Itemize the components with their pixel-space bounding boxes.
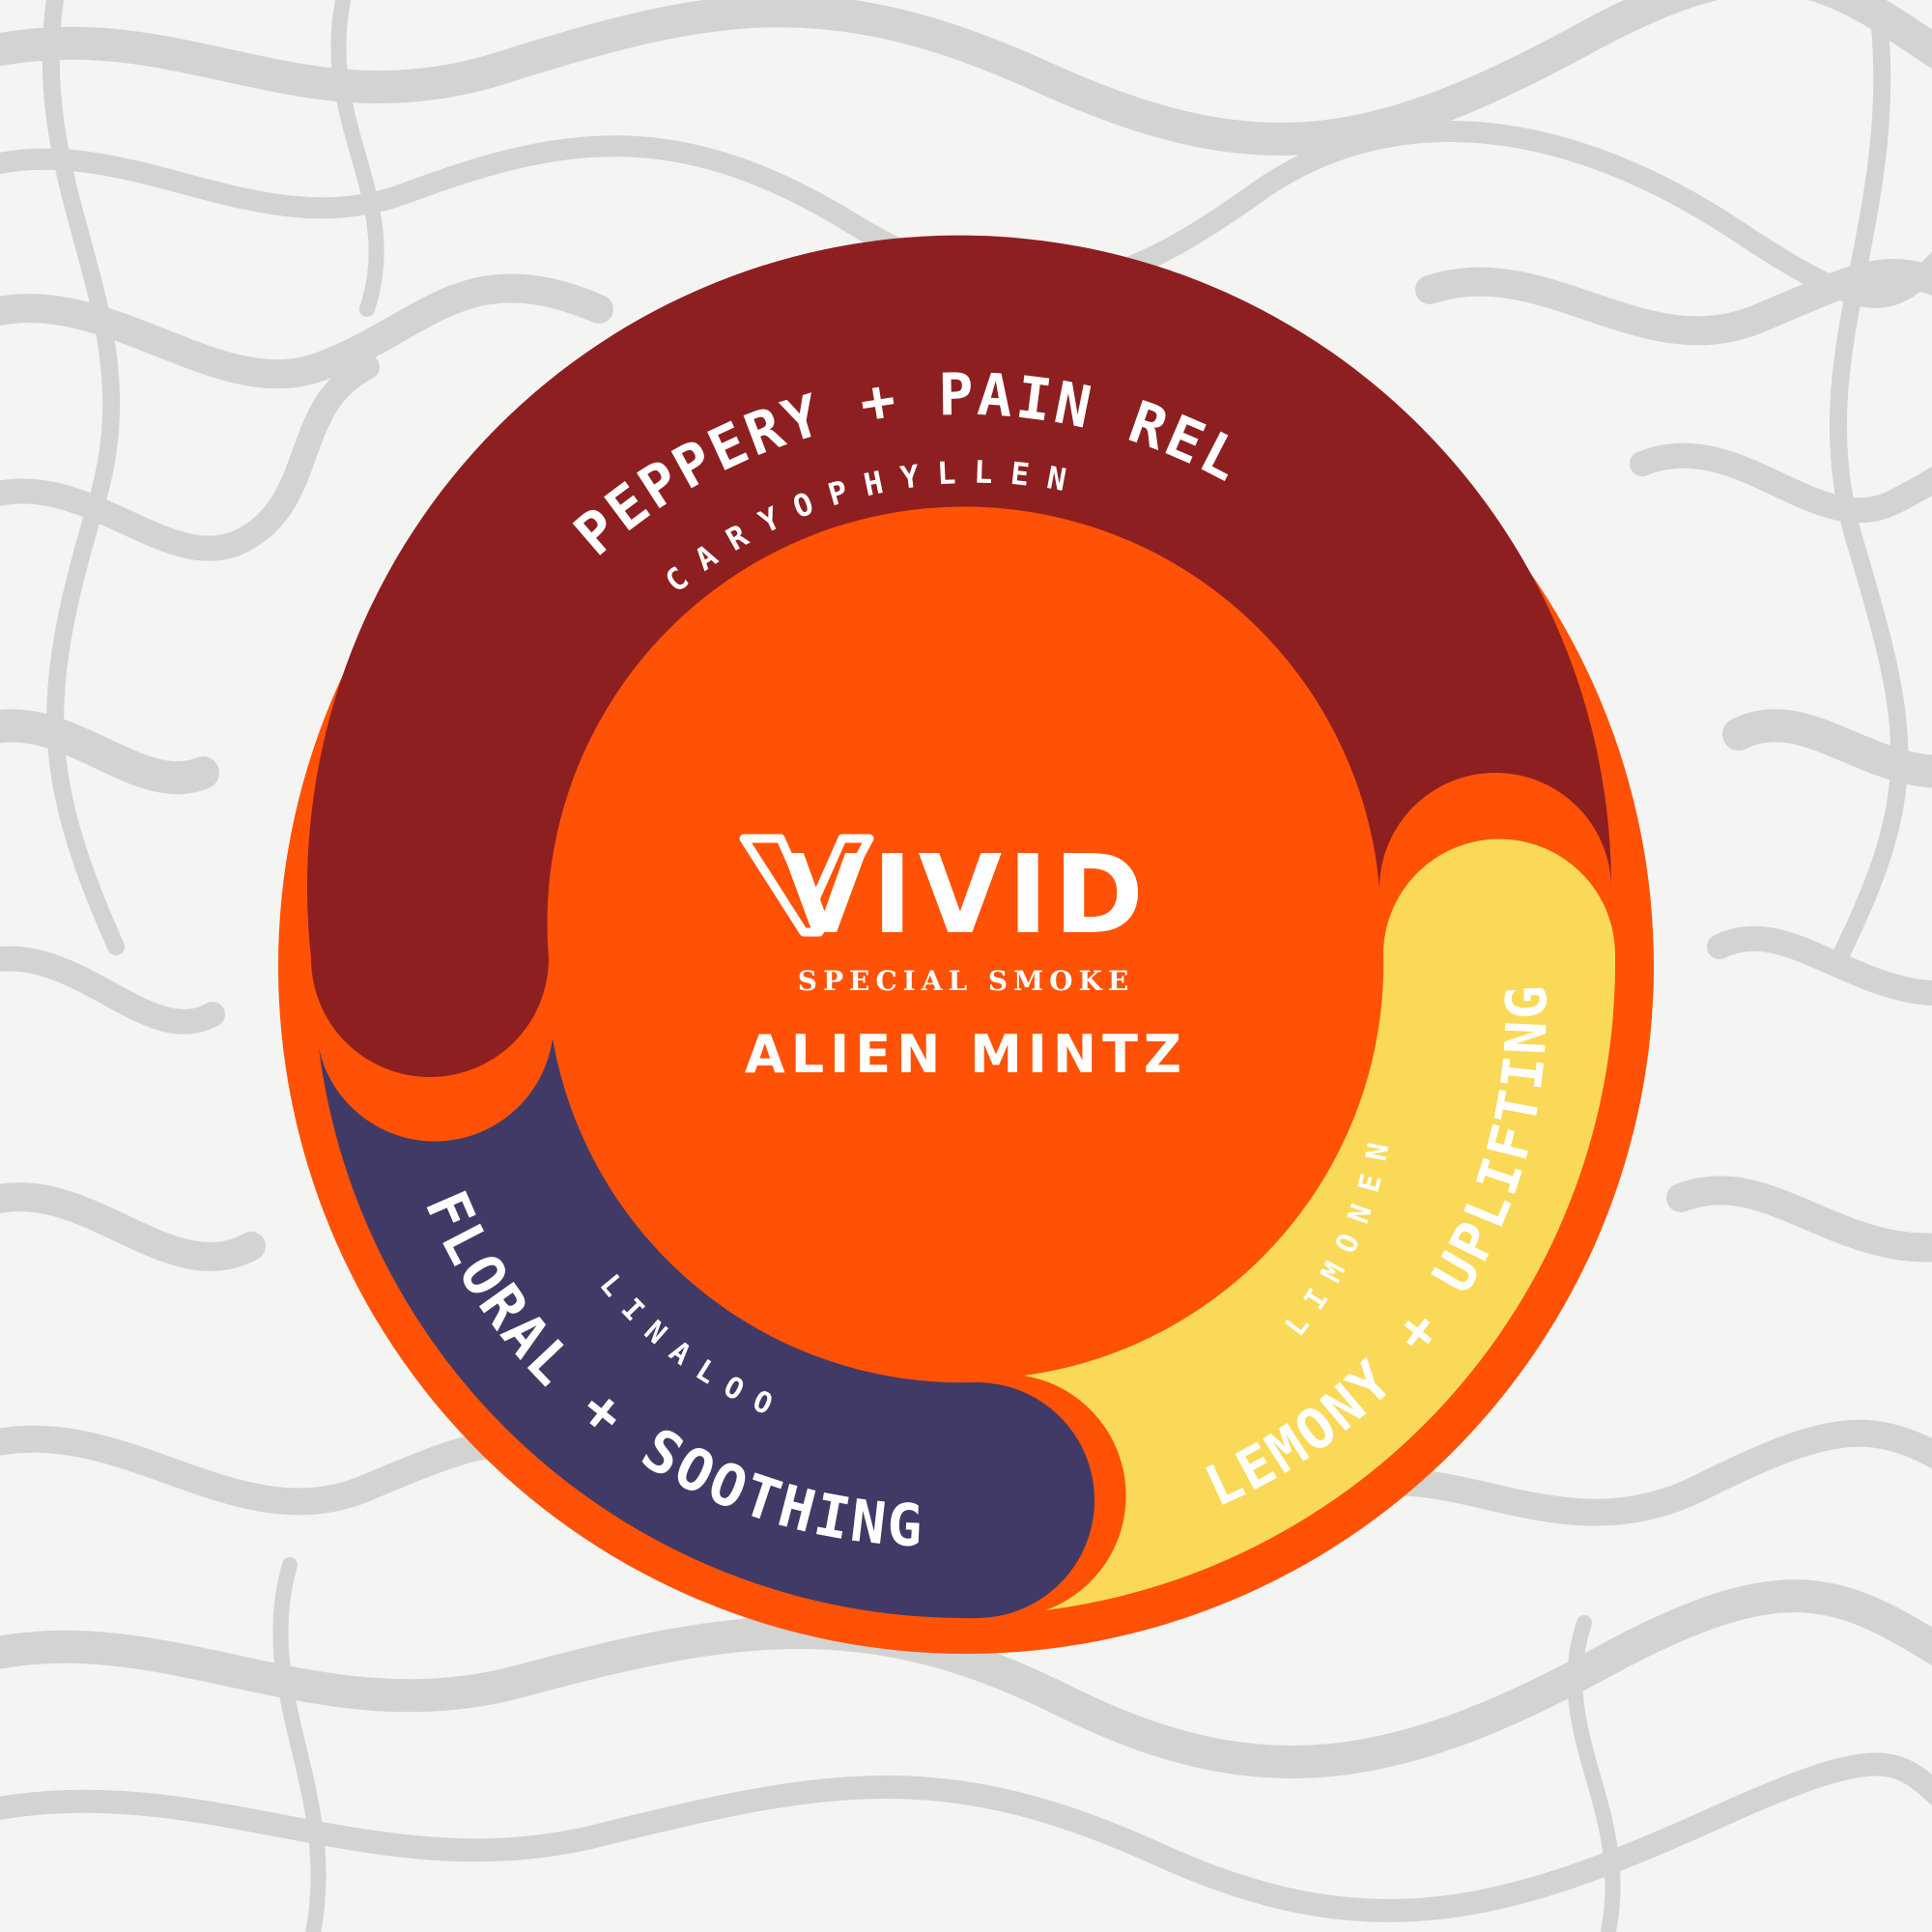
strain-name: ALIEN MINTZ — [745, 1024, 1187, 1085]
center-disc — [555, 555, 1377, 1377]
peppery-segment — [307, 235, 1612, 1077]
lemony-segment — [1024, 838, 1616, 1610]
brand-tagline: SPECIAL SMOKE — [798, 965, 1134, 997]
brand-logo: VIVID SPECIAL SMOKE ALIEN MINTZ — [739, 833, 1187, 1085]
brand-name: VIVID — [782, 833, 1150, 958]
floral-segment — [319, 1038, 1095, 1619]
v-logo-mark — [739, 834, 874, 937]
